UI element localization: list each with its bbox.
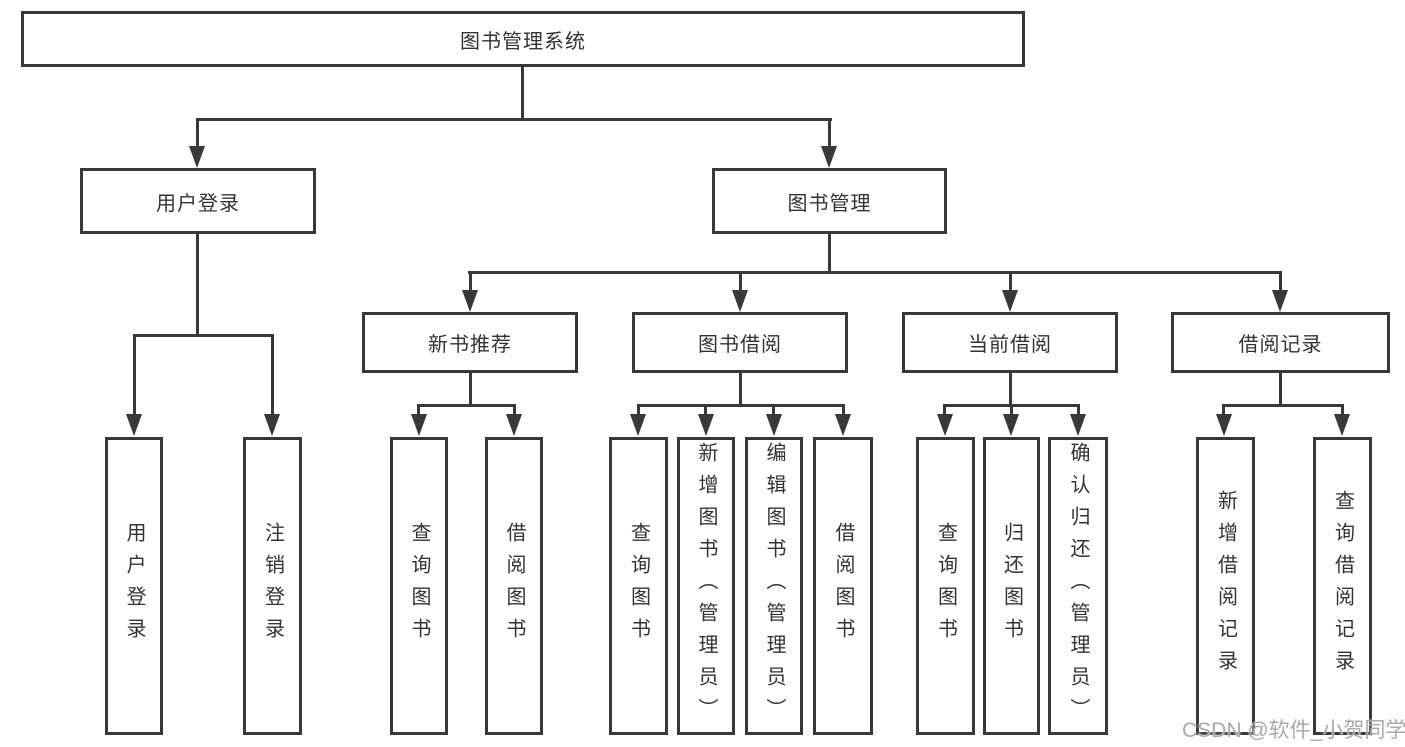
connector-line (417, 404, 420, 418)
arrow-down-icon (126, 414, 142, 436)
leaf-add-borrow-record: 新增借阅记录 (1196, 437, 1255, 735)
connector-line (469, 373, 472, 406)
node-root: 图书管理系统 (21, 11, 1025, 67)
arrow-down-icon (698, 414, 714, 436)
node-borrowing-records: 借阅记录 (1171, 312, 1390, 373)
leaf-label: 归还图书 (1000, 522, 1023, 650)
csdn-watermark: CSDN @软件_小贺同学 (1182, 719, 1405, 742)
connector-line (637, 404, 640, 418)
leaf-label: 用户登录 (123, 522, 145, 650)
connector-line (704, 404, 707, 418)
connector-line (1279, 271, 1282, 292)
connector-line (637, 404, 845, 407)
node-user-login: 用户登录 (80, 168, 316, 234)
leaf-query-books-1: 查询图书 (390, 437, 448, 735)
connector-line (196, 118, 199, 150)
connector-line (1341, 404, 1344, 418)
leaf-add-books-admin: 新增图书（管理员） (677, 437, 735, 735)
connector-line (196, 118, 832, 121)
arrow-down-icon (937, 414, 953, 436)
node-book-borrowing: 图书借阅 (632, 312, 848, 373)
arrow-down-icon (264, 414, 280, 436)
leaf-label: 借阅图书 (832, 522, 854, 650)
connector-line (196, 234, 199, 336)
connector-line (828, 234, 831, 273)
leaf-label: 新增借阅记录 (1214, 490, 1237, 682)
arrow-down-icon (835, 414, 851, 436)
connector-line (521, 66, 524, 120)
leaf-confirm-return-admin: 确认归还（管理员） (1048, 437, 1108, 735)
node-book-management: 图书管理 (712, 168, 947, 234)
arrow-down-icon (462, 290, 478, 312)
connector-line (271, 334, 274, 416)
node-user-login-label: 用户登录 (156, 192, 240, 215)
leaf-logout: 注销登录 (243, 437, 302, 735)
arrow-down-icon (1070, 414, 1086, 436)
leaf-query-books-3: 查询图书 (916, 437, 975, 735)
node-book-management-label: 图书管理 (787, 192, 872, 215)
leaf-borrow-books-2: 借阅图书 (813, 437, 873, 735)
leaf-query-books-2: 查询图书 (609, 437, 668, 735)
arrow-down-icon (821, 146, 837, 168)
connector-line (739, 373, 742, 406)
node-root-label: 图书管理系统 (460, 30, 586, 53)
connector-line (1010, 404, 1013, 418)
connector-line (1009, 271, 1012, 292)
arrow-down-icon (630, 414, 646, 436)
connector-line (842, 404, 845, 418)
arrow-down-icon (1334, 414, 1350, 436)
connector-line (828, 118, 831, 150)
arrow-down-icon (1002, 290, 1018, 312)
leaf-edit-books-admin: 编辑图书（管理员） (745, 437, 803, 735)
connector-line (468, 271, 1281, 274)
leaf-label: 编辑图书（管理员） (763, 442, 785, 730)
leaf-label: 查询图书 (408, 522, 430, 650)
leaf-label: 查询图书 (627, 522, 650, 650)
node-current-borrowing: 当前借阅 (902, 312, 1118, 373)
leaf-label: 查询借阅记录 (1331, 490, 1354, 682)
arrow-down-icon (189, 146, 205, 168)
leaf-label: 新增图书（管理员） (695, 442, 717, 730)
connector-line (943, 404, 946, 418)
node-new-book-recommend-label: 新书推荐 (428, 334, 512, 356)
arrow-down-icon (1003, 414, 1019, 436)
arrow-down-icon (766, 414, 782, 436)
node-book-borrowing-label: 图书借阅 (698, 334, 782, 356)
leaf-query-borrow-record: 查询借阅记录 (1313, 437, 1372, 735)
arrow-down-icon (732, 290, 748, 312)
node-borrowing-records-label: 借阅记录 (1238, 334, 1323, 356)
leaf-return-books: 归还图书 (983, 437, 1040, 735)
connector-line (513, 404, 516, 418)
leaf-label: 查询图书 (934, 522, 957, 650)
connector-line (1222, 404, 1344, 407)
leaf-label: 借阅图书 (503, 522, 525, 650)
leaf-user-login: 用户登录 (105, 437, 163, 735)
connector-line (133, 334, 274, 337)
arrow-down-icon (506, 414, 522, 436)
connector-line (1279, 373, 1282, 406)
connector-line (739, 271, 742, 292)
node-current-borrowing-label: 当前借阅 (968, 334, 1052, 356)
node-new-book-recommend: 新书推荐 (362, 312, 578, 373)
leaf-label: 注销登录 (261, 522, 284, 650)
leaf-label: 确认归还（管理员） (1067, 442, 1089, 730)
connector-line (1009, 373, 1012, 406)
arrow-down-icon (1216, 414, 1232, 436)
connector-line (133, 334, 136, 416)
arrow-down-icon (1272, 290, 1288, 312)
connector-line (1077, 404, 1080, 418)
connector-line (469, 271, 472, 292)
connector-line (417, 404, 516, 407)
leaf-borrow-books-1: 借阅图书 (485, 437, 543, 735)
connector-line (772, 404, 775, 418)
arrow-down-icon (411, 414, 427, 436)
connector-line (1222, 404, 1225, 418)
